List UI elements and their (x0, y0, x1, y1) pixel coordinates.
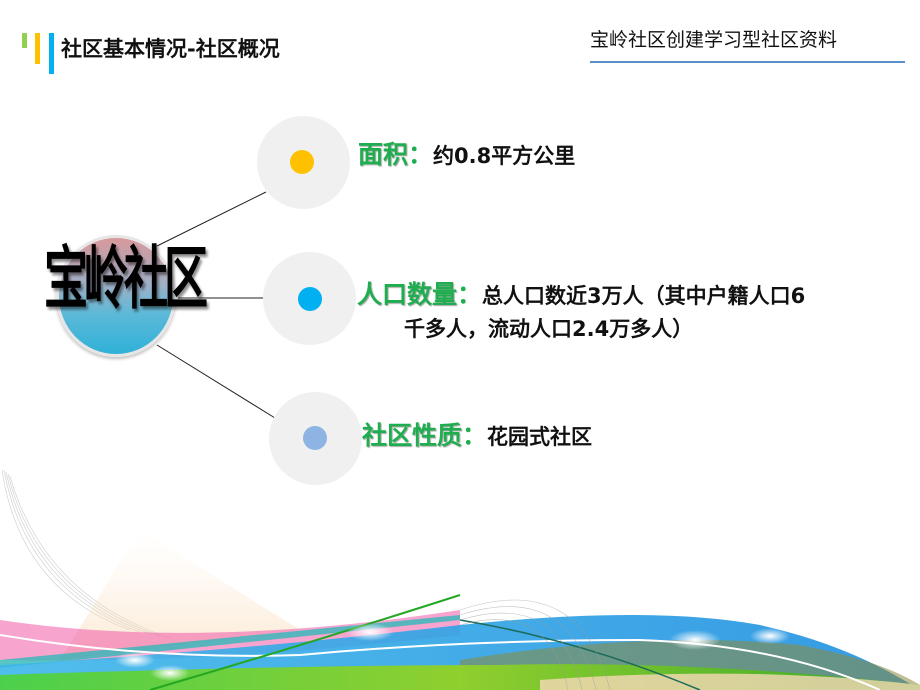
item-colon: ： (408, 140, 434, 169)
item-colon: ： (457, 280, 483, 309)
title-underline (590, 61, 905, 63)
node-circle-nature (269, 392, 362, 485)
logo-bar-green (22, 33, 27, 48)
item-colon: ： (462, 421, 488, 450)
bullet-dot-lightblue (303, 426, 327, 450)
item-population: 人口数量：总人口数近3万人（其中户籍人口6 (357, 279, 805, 312)
item-key: 面积 (358, 140, 409, 169)
item-area: 面积：约0.8平方公里 (358, 139, 575, 172)
logo-bar-blue (49, 33, 54, 74)
node-circle-area (257, 116, 350, 209)
item-value-continuation: 千多人，流动人口2.4万多人） (404, 317, 694, 341)
item-nature: 社区性质：花园式社区 (362, 420, 592, 453)
page-title: 社区基本情况-社区概况 (61, 37, 280, 61)
document-title: 宝岭社区创建学习型社区资料 (590, 29, 838, 51)
logo-bar-yellow (35, 33, 40, 64)
item-key: 人口数量 (357, 280, 458, 309)
node-circle-population (263, 252, 356, 345)
decorative-waves (0, 469, 920, 690)
item-value: 总人口数近3万人（其中户籍人口6 (482, 284, 806, 308)
item-value: 花园式社区 (487, 425, 593, 449)
hub-circle (56, 235, 176, 357)
item-value: 约0.8平方公里 (433, 144, 576, 168)
bullet-dot-blue (298, 287, 322, 311)
hub-label: 宝岭社区 (44, 239, 208, 319)
bullet-dot-yellow (290, 150, 314, 174)
item-key: 社区性质 (362, 421, 463, 450)
